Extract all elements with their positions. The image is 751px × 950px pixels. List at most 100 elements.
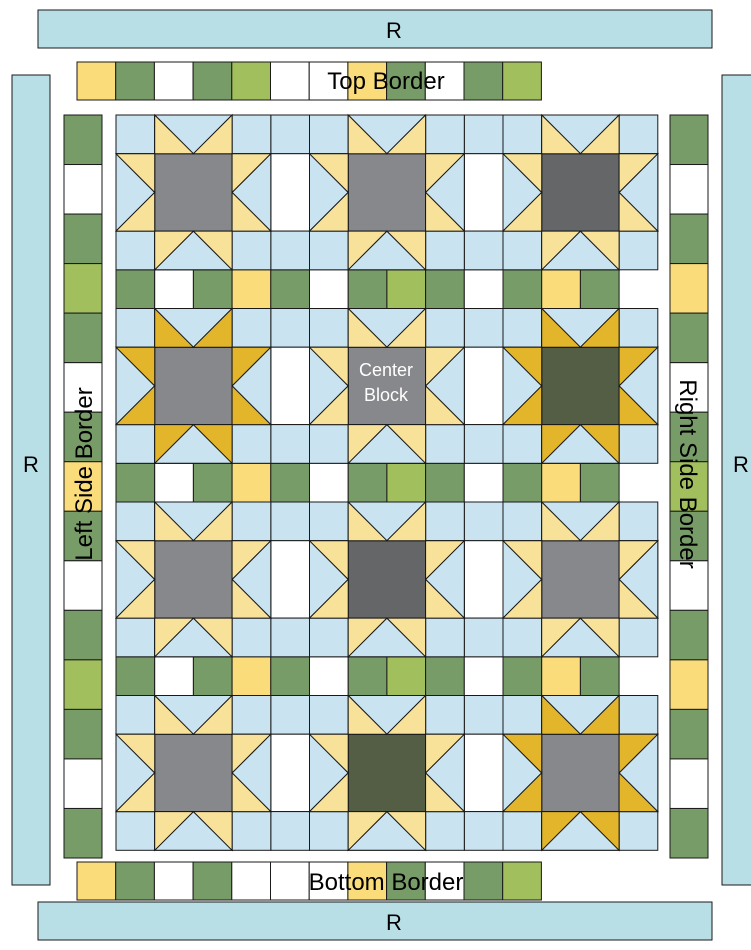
bottom-border-cell — [116, 862, 155, 900]
block-corner — [503, 696, 542, 735]
right-border-cell — [670, 709, 708, 759]
block-center — [155, 154, 232, 231]
block-center — [542, 347, 619, 424]
sash-col-cell — [464, 425, 503, 464]
top-border-cell — [232, 62, 271, 100]
sash-row-cell — [310, 463, 349, 502]
sash-col-cell — [464, 231, 503, 270]
left-border-cell — [64, 610, 102, 660]
block-corner — [116, 696, 155, 735]
block-corner — [310, 696, 349, 735]
sash-row-cell — [426, 657, 465, 696]
sash-col-cell — [464, 154, 503, 231]
sash-row-cell — [542, 463, 581, 502]
sash-row-cell — [232, 657, 271, 696]
right-rail — [722, 75, 751, 885]
block-corner — [310, 115, 349, 154]
left-border-label: Left Side Border — [71, 387, 98, 560]
sash-row-cell — [155, 270, 194, 309]
block-corner — [426, 812, 465, 851]
right-border-label: Right Side Border — [674, 379, 701, 568]
sash-col-cell — [464, 347, 503, 424]
sash-row-cell — [387, 657, 426, 696]
sash-row-cell — [155, 463, 194, 502]
block-center — [348, 734, 425, 811]
right-border-cell — [670, 264, 708, 314]
block-corner — [232, 115, 271, 154]
block-corner — [232, 231, 271, 270]
block-corner — [619, 696, 658, 735]
left-border-cell — [64, 808, 102, 858]
block-corner — [503, 502, 542, 541]
top-border-cell — [503, 62, 542, 100]
block-corner — [116, 812, 155, 851]
sash-row-cell — [426, 463, 465, 502]
bottom-border-cell — [77, 862, 116, 900]
sash-row-cell — [116, 463, 155, 502]
right-border-cell — [670, 610, 708, 660]
bottom-border-cell — [193, 862, 232, 900]
sash-row-cell — [232, 270, 271, 309]
block-corner — [232, 309, 271, 348]
sash-col-cell — [271, 231, 310, 270]
top-border-cell — [464, 62, 503, 100]
sash-row-cell — [348, 463, 387, 502]
sash-row-cell — [193, 270, 232, 309]
right-border-cell — [670, 313, 708, 363]
right-border-cell — [670, 660, 708, 710]
sash-col-cell — [271, 502, 310, 541]
left-border-cell — [64, 561, 102, 611]
left-border-cell — [64, 115, 102, 165]
bottom-border-cell — [154, 862, 193, 900]
sash-col-cell — [271, 696, 310, 735]
top-rail-label: R — [386, 18, 402, 43]
center-block-label-line1: Center — [359, 360, 413, 380]
bottom-border-label: Bottom Border — [309, 869, 464, 896]
sash-row-cell — [310, 270, 349, 309]
block-corner — [426, 115, 465, 154]
block-corner — [232, 618, 271, 657]
sash-col-cell — [464, 541, 503, 618]
block-corner — [503, 309, 542, 348]
block-corner — [619, 812, 658, 851]
top-border-cell — [77, 62, 116, 100]
sash-col-cell — [464, 115, 503, 154]
block-corner — [426, 502, 465, 541]
sash-col-cell — [464, 309, 503, 348]
sash-col-cell — [464, 734, 503, 811]
block-corner — [619, 502, 658, 541]
block-corner — [426, 425, 465, 464]
block-corner — [116, 231, 155, 270]
block-corner — [503, 231, 542, 270]
sash-row-cell — [271, 270, 310, 309]
block-corner — [426, 231, 465, 270]
block-center — [542, 154, 619, 231]
bottom-border-cell — [503, 862, 542, 900]
block-corner — [310, 425, 349, 464]
sash-row-cell — [348, 657, 387, 696]
block-corner — [116, 309, 155, 348]
right-rail-label: R — [733, 452, 749, 477]
right-border-cell — [670, 165, 708, 215]
quilt — [64, 62, 708, 900]
sash-col-cell — [464, 812, 503, 851]
block-corner — [310, 812, 349, 851]
top-border-cell — [271, 62, 310, 100]
block-corner — [232, 696, 271, 735]
sash-col-cell — [271, 115, 310, 154]
right-border-cell — [670, 214, 708, 264]
block-corner — [310, 502, 349, 541]
block-corner — [116, 618, 155, 657]
right-border-cell — [670, 759, 708, 809]
block-center — [155, 541, 232, 618]
left-rail-label: R — [23, 452, 39, 477]
sash-row-cell — [580, 270, 619, 309]
sash-row-cell — [542, 270, 581, 309]
block-corner — [619, 231, 658, 270]
block-center — [155, 734, 232, 811]
block-center — [542, 541, 619, 618]
center-block-label-line2: Block — [364, 385, 409, 405]
bottom-border-cell — [232, 862, 271, 900]
block-corner — [116, 502, 155, 541]
block-center — [155, 347, 232, 424]
